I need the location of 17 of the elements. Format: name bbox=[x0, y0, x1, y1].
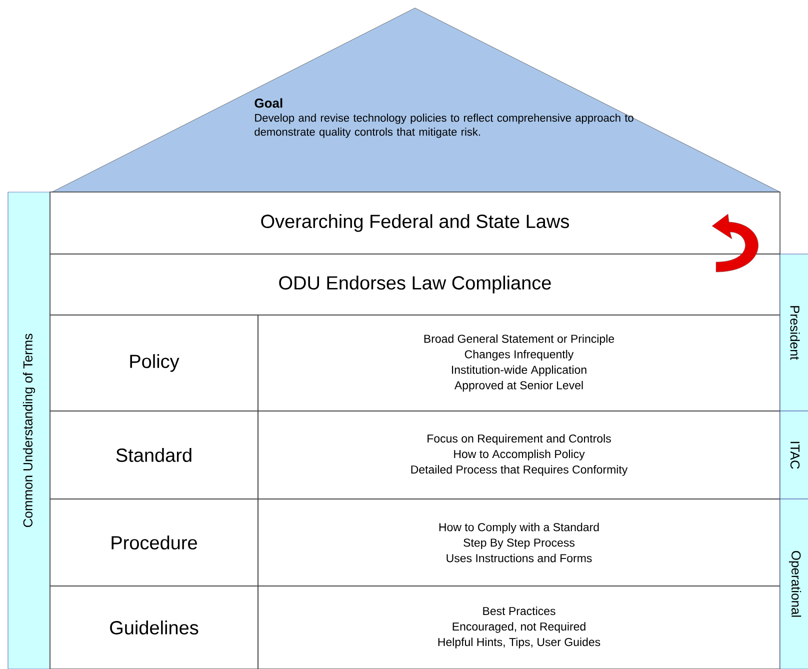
term-cell: Guidelines bbox=[50, 586, 258, 669]
node-label: President bbox=[790, 306, 800, 360]
node-label: ITAC bbox=[790, 442, 800, 469]
side-band: Operational bbox=[780, 498, 808, 669]
description-cell: Broad General Statement or Principle Changes Infrequently Institution-wide Application Approved at Senior Level bbox=[258, 314, 780, 412]
description-cell: How to Comply with a Standard Step By Step Process Uses Instructions and Forms bbox=[258, 498, 780, 586]
term-cell: Policy bbox=[50, 314, 258, 412]
law-row: Overarching Federal and State Laws bbox=[50, 192, 780, 254]
description-cell: Focus on Requirement and Controls How to Accomplish Policy Detailed Process that Requires Conformity bbox=[258, 410, 780, 500]
term-cell: Procedure bbox=[50, 498, 258, 586]
side-band: President bbox=[780, 254, 808, 412]
goal-roof: Goal Develop and revise technology policies to reflect comprehensive approach to demonstrate quality controls that mitigate risk. bbox=[52, 8, 780, 192]
term-cell: Standard bbox=[50, 410, 258, 500]
description-cell: Best Practices Encouraged, not Required Helpful Hints, Tips, User Guides bbox=[258, 586, 780, 669]
side-band: ITAC bbox=[780, 410, 808, 500]
side-band: Common Understanding of Terms bbox=[8, 192, 50, 669]
law-row: ODU Endorses Law Compliance bbox=[50, 254, 780, 316]
